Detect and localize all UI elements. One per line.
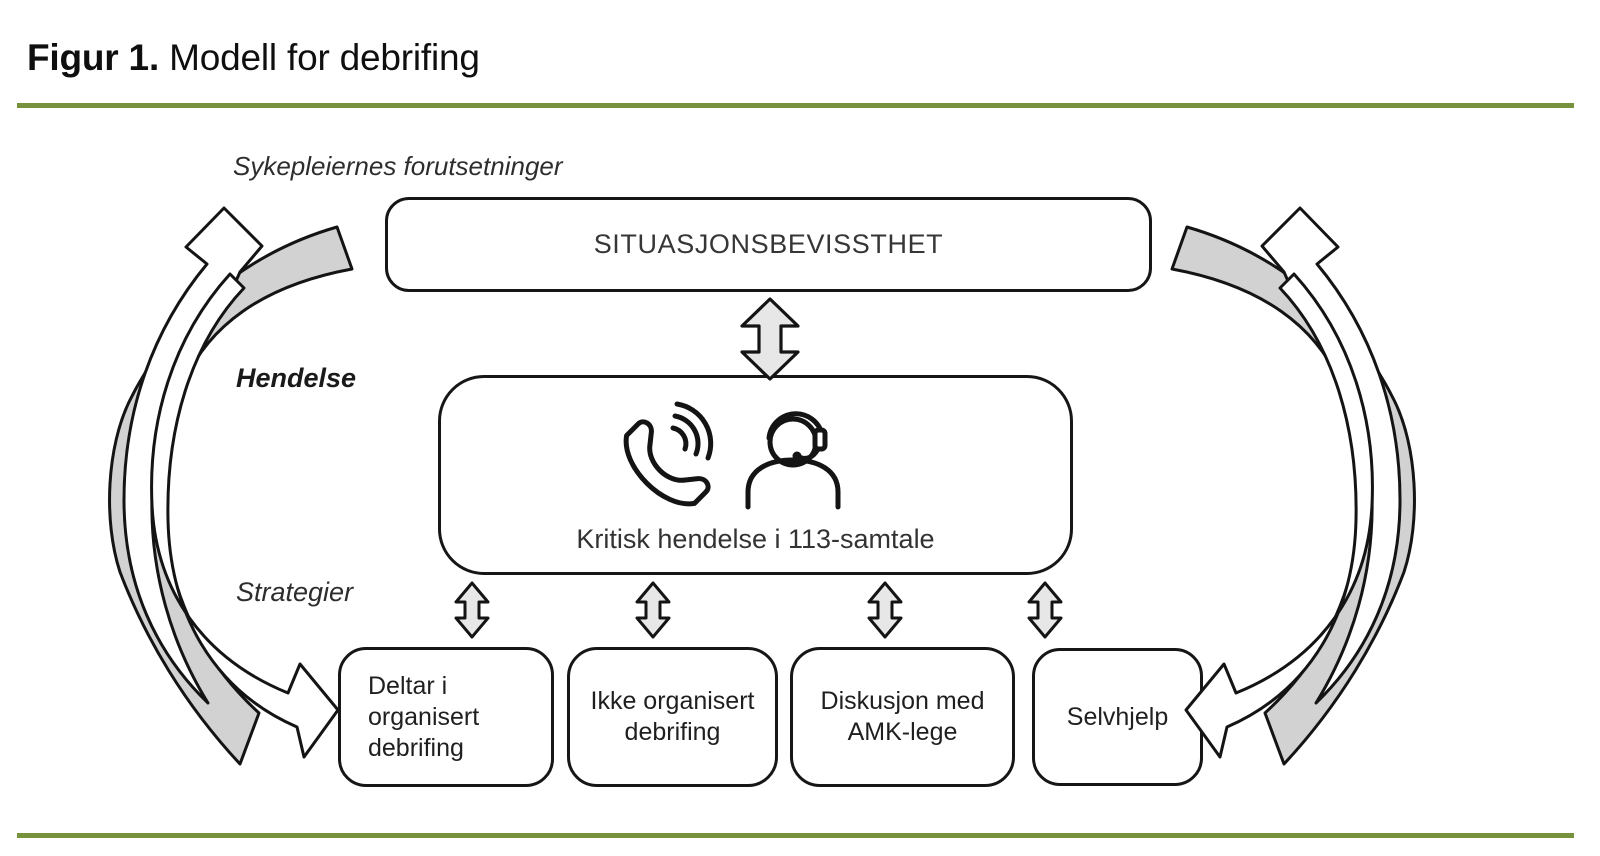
figure-title-text: Modell for debrifing bbox=[159, 37, 480, 78]
top-to-incident-double-arrow bbox=[740, 297, 800, 381]
left-down-arrow bbox=[150, 272, 340, 759]
strategy-line: Ikke organisert bbox=[590, 687, 755, 715]
figure-number: Figur 1. bbox=[27, 37, 160, 78]
incident-to-strategy2-double-arrow bbox=[635, 581, 671, 639]
bottom-accent-line bbox=[17, 833, 1574, 838]
right-gray-band bbox=[1170, 225, 1416, 766]
label-strategies: Strategier bbox=[236, 577, 354, 607]
strategy-box-organized-debriefing: Deltar i organisert debrifing bbox=[338, 647, 554, 787]
right-down-arrow bbox=[1184, 272, 1374, 759]
incident-to-strategy1-double-arrow bbox=[454, 581, 490, 639]
strategy-line: debrifing bbox=[624, 718, 721, 746]
top-accent-line bbox=[17, 103, 1574, 108]
double-arrow-small-icon bbox=[1027, 581, 1063, 639]
strategy-box-self-help: Selvhjelp bbox=[1032, 648, 1203, 786]
strategy-box-amk-doctor-discussion: Diskusjon med AMK-lege bbox=[790, 647, 1015, 787]
strategy-line: debrifing bbox=[368, 733, 464, 762]
left-cycle-arrows bbox=[108, 206, 354, 766]
strategy-line: Selvhjelp bbox=[1066, 702, 1169, 731]
right-cycle-arrows bbox=[1170, 206, 1416, 766]
critical-incident-box: Kritisk hendelse i 113-samtale bbox=[438, 375, 1073, 575]
strategy-line: AMK-lege bbox=[847, 718, 958, 746]
situational-awareness-box: SITUASJONSBEVISSTHET bbox=[385, 197, 1152, 292]
double-arrow-large-icon bbox=[740, 297, 800, 381]
double-arrow-small-icon bbox=[867, 581, 903, 639]
situational-awareness-label: SITUASJONSBEVISSTHET bbox=[593, 229, 944, 259]
double-arrow-small-icon bbox=[454, 581, 490, 639]
strategy-line: Deltar i bbox=[368, 671, 448, 700]
label-preconditions: Sykepleiernes forutsetninger bbox=[233, 151, 563, 181]
left-gray-band bbox=[108, 225, 354, 766]
strategy-line: Diskusjon med bbox=[820, 687, 985, 715]
incident-to-strategy4-double-arrow bbox=[1027, 581, 1063, 639]
double-arrow-small-icon bbox=[635, 581, 671, 639]
incident-to-strategy3-double-arrow bbox=[867, 581, 903, 639]
left-up-arrow bbox=[122, 206, 264, 705]
critical-incident-label: Kritisk hendelse i 113-samtale bbox=[576, 524, 935, 554]
figure-title: Figur 1. Modell for debrifing bbox=[27, 36, 480, 80]
right-up-arrow bbox=[1260, 206, 1402, 705]
label-event: Hendelse bbox=[236, 363, 357, 393]
strategy-box-not-organized-debriefing: Ikke organisert debrifing bbox=[567, 647, 778, 787]
strategy-line: organisert bbox=[368, 702, 480, 731]
